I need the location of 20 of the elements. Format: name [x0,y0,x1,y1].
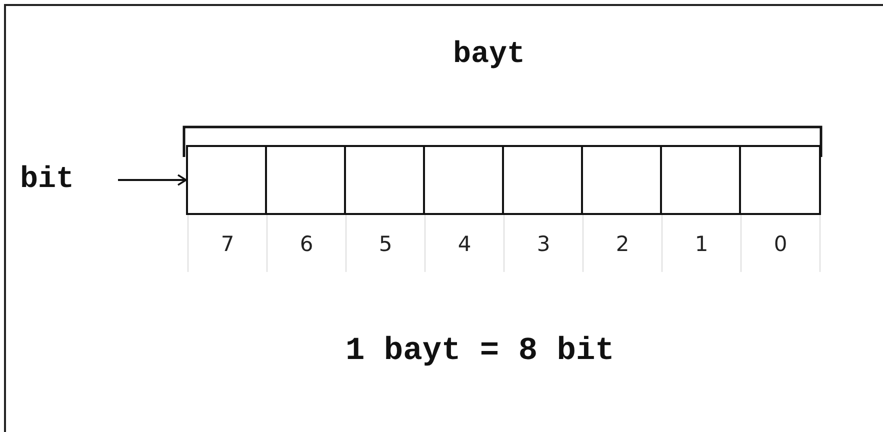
bit-cell [581,145,662,215]
term-label: bit [20,160,74,200]
bit-cell [344,145,426,215]
arrow [118,174,187,186]
equation: 1 bayt = 8 bit [346,332,614,369]
bit-cell [660,145,742,215]
bit-index: 7 [220,232,236,256]
bit-cell [739,145,820,215]
bit-index: 4 [456,232,472,256]
heading: bayt [453,38,526,72]
bit-index: 2 [614,232,630,256]
bit-index: 6 [298,232,314,256]
bit-index: 3 [536,232,552,256]
bit-index: 5 [378,232,394,256]
bit-index: 1 [694,232,710,256]
bit-cell [423,145,504,215]
bit-cell [265,145,346,215]
bit-cell [186,145,268,215]
bit-index: 0 [772,232,788,256]
bit-cell [502,145,584,215]
